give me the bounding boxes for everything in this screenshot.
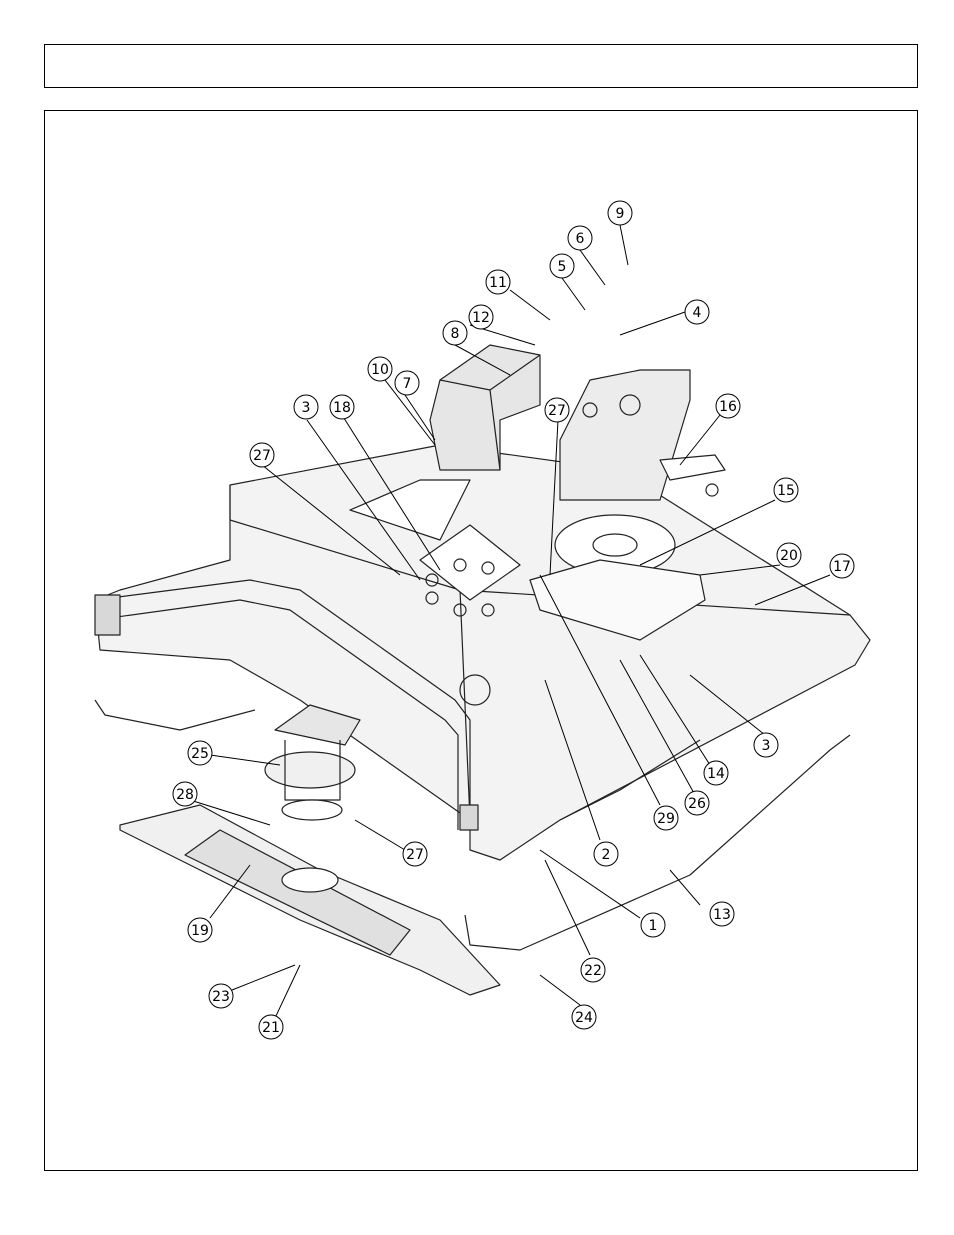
svg-text:22: 22 <box>584 963 602 979</box>
callout-29: 29 <box>653 805 679 831</box>
svg-text:25: 25 <box>191 746 209 762</box>
callout-11: 11 <box>485 269 511 295</box>
callout-3-lower: 3 <box>753 732 779 758</box>
callout-21: 21 <box>258 1014 284 1040</box>
svg-text:27: 27 <box>253 448 271 464</box>
callout-4: 4 <box>684 299 710 325</box>
svg-text:23: 23 <box>212 989 230 1005</box>
callout-12: 12 <box>468 304 494 330</box>
callout-24: 24 <box>571 1004 597 1030</box>
svg-text:19: 19 <box>191 923 209 939</box>
svg-text:10: 10 <box>371 362 389 378</box>
svg-text:27: 27 <box>406 847 424 863</box>
callout-27-upper-left: 27 <box>249 442 275 468</box>
svg-text:28: 28 <box>176 787 194 803</box>
header-title-box <box>44 44 918 88</box>
svg-text:29: 29 <box>657 811 675 827</box>
callout-26: 26 <box>684 790 710 816</box>
svg-text:16: 16 <box>719 399 737 415</box>
svg-text:27: 27 <box>548 403 566 419</box>
callout-27-upper-center: 27 <box>544 397 570 423</box>
callout-23: 23 <box>208 983 234 1009</box>
blade-spindle <box>264 704 361 821</box>
svg-text:14: 14 <box>707 766 725 782</box>
swivel-plate <box>529 514 706 641</box>
callout-28: 28 <box>172 781 198 807</box>
gearbox <box>349 344 541 541</box>
skid-right <box>464 734 851 951</box>
callout-17: 17 <box>829 553 855 579</box>
callout-22: 22 <box>580 957 606 983</box>
svg-text:13: 13 <box>713 907 731 923</box>
callout-27-lower: 27 <box>402 841 428 867</box>
svg-text:5: 5 <box>558 259 567 275</box>
callout-13: 13 <box>709 901 735 927</box>
svg-text:24: 24 <box>575 1010 593 1026</box>
svg-text:6: 6 <box>576 231 585 247</box>
svg-text:17: 17 <box>833 559 851 575</box>
svg-text:3: 3 <box>302 400 311 416</box>
gearbox-mount-plate <box>419 524 521 617</box>
skid-left <box>94 699 256 731</box>
hitch-bracket <box>559 369 726 501</box>
callout-25: 25 <box>187 740 213 766</box>
callout-8: 8 <box>442 320 468 346</box>
svg-text:1: 1 <box>649 918 658 934</box>
callout-15: 15 <box>773 477 799 503</box>
callout-6: 6 <box>567 225 593 251</box>
callout-9: 9 <box>607 200 633 226</box>
svg-text:18: 18 <box>333 400 351 416</box>
callout-19: 19 <box>187 917 213 943</box>
leader-lines <box>189 224 831 1019</box>
callout-20: 20 <box>776 542 802 568</box>
svg-text:7: 7 <box>403 376 412 392</box>
callout-3-upper: 3 <box>293 394 319 420</box>
callout-1: 1 <box>640 912 666 938</box>
svg-text:4: 4 <box>693 305 702 321</box>
svg-text:20: 20 <box>780 548 798 564</box>
svg-text:11: 11 <box>489 275 507 291</box>
blade-assembly <box>119 804 501 996</box>
svg-text:9: 9 <box>616 206 625 222</box>
callout-10: 10 <box>367 356 393 382</box>
callout-5: 5 <box>549 253 575 279</box>
callout-16: 16 <box>715 393 741 419</box>
callout-2: 2 <box>593 841 619 867</box>
svg-text:15: 15 <box>777 483 795 499</box>
svg-text:21: 21 <box>262 1020 280 1036</box>
callout-layer: 9 6 5 11 4 12 8 10 7 3 18 27 16 27 15 20… <box>172 200 855 1040</box>
svg-text:2: 2 <box>602 847 611 863</box>
svg-text:26: 26 <box>688 796 706 812</box>
callout-18: 18 <box>329 394 355 420</box>
mower-deck <box>94 444 871 861</box>
svg-text:8: 8 <box>451 326 460 342</box>
svg-text:3: 3 <box>762 738 771 754</box>
callout-14: 14 <box>703 760 729 786</box>
svg-text:12: 12 <box>472 310 490 326</box>
callout-7: 7 <box>394 370 420 396</box>
